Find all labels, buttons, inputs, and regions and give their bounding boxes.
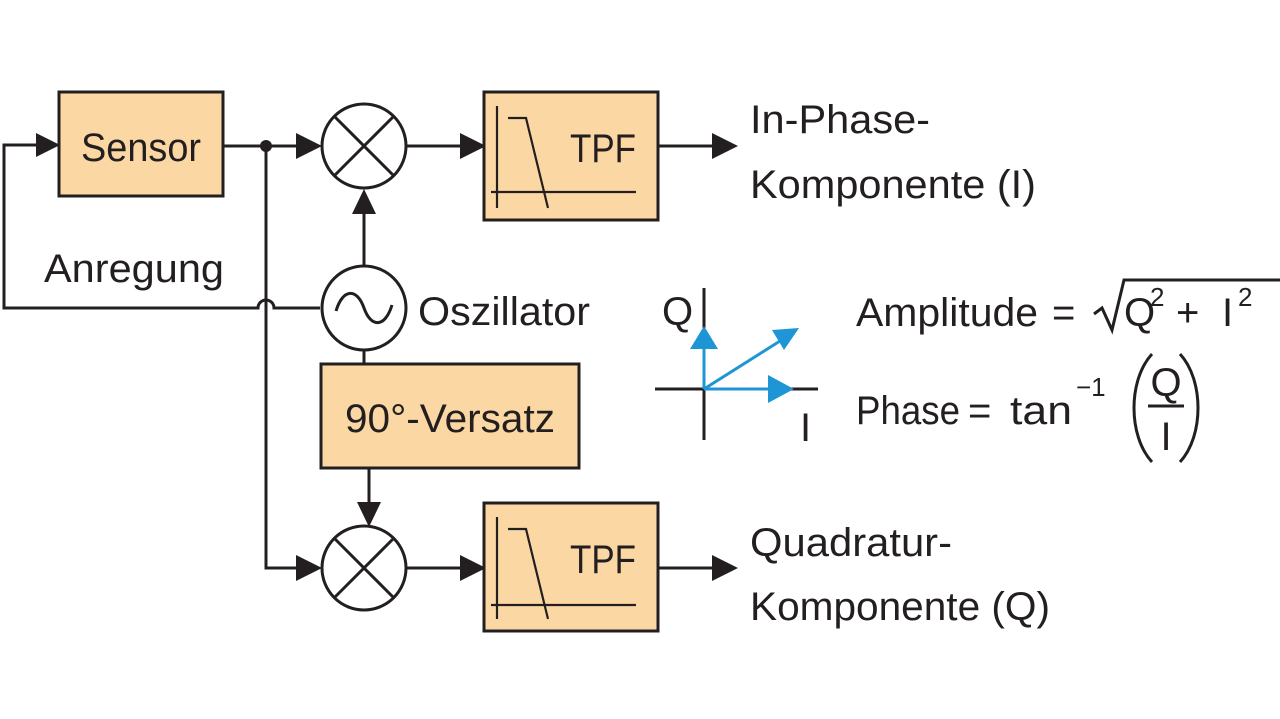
sensor-label: Sensor xyxy=(81,126,201,170)
mixer-top-input-arrow xyxy=(296,133,322,159)
amplitude-eq: = xyxy=(1052,291,1075,335)
mixer-top-icon xyxy=(320,102,408,190)
amplitude-q-sq: 2 xyxy=(1150,282,1164,312)
oscillator-icon xyxy=(320,264,408,352)
resultant-vector xyxy=(703,339,781,391)
sensor-block xyxy=(57,90,225,198)
iq-vector-plot: Q I xyxy=(655,288,818,450)
lowpass-bottom-icon xyxy=(491,517,636,620)
inphase-label-2: Komponente (I) xyxy=(750,163,1036,207)
i-axis-label: I xyxy=(800,406,811,450)
versatz-block xyxy=(319,362,581,470)
svg-text:Amplitude: Amplitude xyxy=(856,291,1038,335)
tpf-top-input-arrow xyxy=(460,133,486,159)
resultant-vector-head xyxy=(772,328,799,350)
amplitude-q: Q xyxy=(1124,291,1155,335)
tpf-bottom-label: TPF xyxy=(570,538,636,582)
phase-inv: −1 xyxy=(1076,372,1106,402)
quadratur-label-2: Komponente (Q) xyxy=(750,585,1050,629)
inphase-label-1: In-Phase- xyxy=(750,98,930,142)
amplitude-i: I xyxy=(1222,291,1233,335)
phase-lhs: Phase xyxy=(856,389,960,433)
phase-formula: Phase = tan −1 Q I xyxy=(856,352,1200,464)
tpf-top-label: TPF xyxy=(570,127,636,171)
quadratur-output-arrow xyxy=(712,555,738,581)
left-paren xyxy=(1132,352,1154,464)
phase-tan: tan xyxy=(1010,389,1072,433)
tpf-bottom-input-arrow xyxy=(460,555,486,581)
amplitude-plus: + xyxy=(1176,291,1199,335)
q-axis-label: Q xyxy=(662,290,693,334)
versatz-label: 90°-Versatz xyxy=(345,397,555,441)
q-vector-head xyxy=(690,326,718,349)
svg-text:Phase: Phase xyxy=(856,389,960,433)
frac-num: Q xyxy=(1150,361,1181,405)
amplitude-lhs: Amplitude xyxy=(856,291,1038,335)
amplitude-i-sq: 2 xyxy=(1238,282,1252,312)
quadratur-label-1: Quadratur- xyxy=(750,521,952,565)
anregung-label: Anregung xyxy=(44,247,224,291)
versatz-to-mixer-arrow xyxy=(357,502,381,527)
lowpass-top-icon xyxy=(491,106,636,209)
anregung-line xyxy=(2,143,320,310)
oszillator-label: Oszillator xyxy=(418,290,590,334)
sensor-input-arrow xyxy=(36,133,60,157)
amplitude-formula: Amplitude = Q 2 + I 2 xyxy=(856,278,1280,335)
mixer-bottom-input-arrow xyxy=(296,555,322,581)
sqrt-sign xyxy=(1093,278,1280,335)
osc-to-mixer-arrow xyxy=(352,189,376,214)
frac-den: I xyxy=(1160,415,1171,459)
mixer-bottom-icon xyxy=(320,524,408,612)
branch-line xyxy=(264,146,296,570)
phase-eq: = xyxy=(968,389,991,433)
inphase-output-arrow xyxy=(712,133,738,159)
tpf-top-block xyxy=(482,90,660,222)
tpf-bottom-block xyxy=(482,501,660,633)
right-paren xyxy=(1178,352,1200,464)
i-vector-head xyxy=(768,375,794,403)
